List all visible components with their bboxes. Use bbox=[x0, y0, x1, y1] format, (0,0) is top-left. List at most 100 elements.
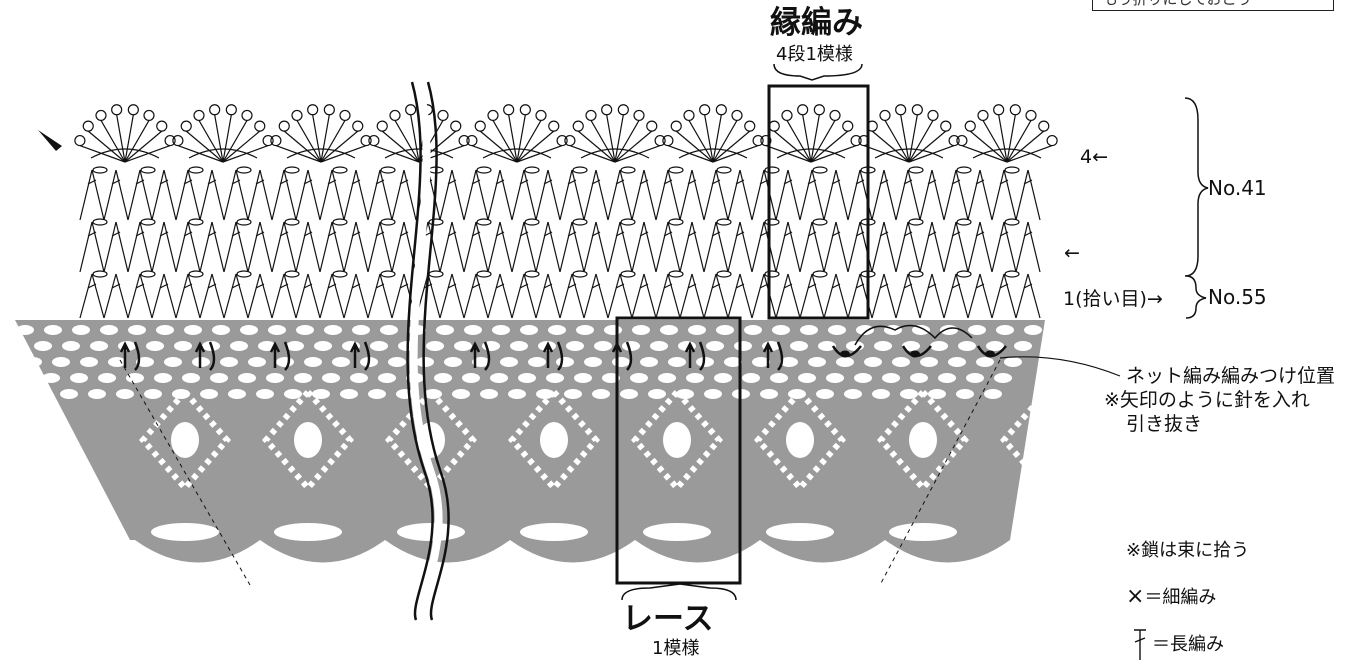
lace-eyelet bbox=[622, 341, 640, 351]
chain-stitch bbox=[764, 166, 780, 174]
dc-bar bbox=[327, 231, 337, 237]
dc-bar bbox=[975, 283, 985, 289]
dc-stitch bbox=[919, 273, 933, 319]
dc-stitch bbox=[427, 273, 441, 319]
dc-stitch bbox=[787, 221, 801, 273]
dc-bar bbox=[807, 283, 817, 289]
dc-bar bbox=[759, 231, 769, 237]
fan-arc bbox=[482, 148, 552, 159]
lace-eyelet bbox=[632, 325, 650, 335]
dc-stitch bbox=[991, 221, 1005, 273]
dc-stitch bbox=[283, 221, 297, 273]
picot bbox=[977, 109, 989, 122]
dc-stitch bbox=[391, 273, 405, 319]
lace-eyelet bbox=[480, 389, 498, 399]
dc-stitch bbox=[703, 221, 717, 273]
dc-bar bbox=[1023, 231, 1033, 237]
fan-stitch bbox=[508, 114, 518, 163]
dc-stitch bbox=[175, 221, 189, 273]
dc-bar bbox=[783, 231, 793, 237]
lace-scallop-hole bbox=[520, 523, 588, 541]
fan-stitch bbox=[606, 114, 616, 163]
lace-eyelet bbox=[752, 357, 770, 367]
picot bbox=[474, 120, 486, 132]
dc-stitch bbox=[139, 273, 153, 319]
lace-eyelet bbox=[576, 325, 594, 335]
dc-stitch bbox=[571, 169, 585, 221]
dc-stitch bbox=[799, 273, 813, 319]
break-line-left bbox=[406, 81, 434, 621]
lace-eyelet bbox=[268, 325, 286, 335]
dc-stitch bbox=[151, 221, 165, 273]
picot bbox=[993, 104, 1005, 116]
dc-bar bbox=[855, 231, 865, 237]
dc-bar bbox=[207, 179, 217, 185]
dc-stitch bbox=[319, 221, 333, 273]
dc-stitch bbox=[103, 221, 117, 273]
chain-stitch bbox=[812, 270, 828, 278]
lace-eyelet bbox=[592, 389, 610, 399]
dc-bar bbox=[303, 231, 313, 237]
dc-stitch bbox=[247, 273, 261, 319]
lace-eyelet bbox=[546, 373, 564, 383]
dc-stitch bbox=[487, 221, 501, 273]
dc-bar bbox=[1023, 179, 1033, 185]
dc-stitch bbox=[1027, 169, 1041, 221]
lace-eyelet bbox=[724, 357, 742, 367]
picot bbox=[715, 104, 727, 116]
fan-stitch bbox=[688, 120, 714, 163]
lace-eyelet bbox=[100, 325, 118, 335]
chain-stitch bbox=[812, 166, 828, 174]
dc-bar bbox=[711, 231, 721, 237]
dc-stitch bbox=[547, 169, 561, 221]
break-line-right bbox=[422, 81, 450, 621]
lace-diamond bbox=[262, 387, 354, 493]
dc-stitch bbox=[295, 169, 309, 221]
lace-diamond-center bbox=[663, 422, 691, 458]
chain-stitch bbox=[284, 218, 300, 226]
chain-stitch bbox=[428, 270, 444, 278]
dc-bar bbox=[351, 283, 361, 289]
dc-stitch bbox=[871, 169, 885, 221]
dc-stitch bbox=[475, 273, 489, 319]
dc-stitch bbox=[331, 221, 345, 273]
lace-eyelet bbox=[116, 389, 134, 399]
fan-stitch bbox=[275, 145, 322, 163]
dc-stitch bbox=[571, 273, 585, 319]
lace-eyelet bbox=[128, 325, 146, 335]
dc-stitch bbox=[331, 169, 345, 221]
lace-eyelet bbox=[472, 357, 490, 367]
lace-eyelet bbox=[304, 357, 322, 367]
chain-stitch bbox=[140, 166, 156, 174]
chain-stitch bbox=[908, 218, 924, 226]
lace-eyelet bbox=[930, 341, 948, 351]
lace-eyelet bbox=[284, 389, 302, 399]
picot bbox=[450, 120, 462, 132]
picot bbox=[352, 120, 364, 132]
dc-stitch bbox=[823, 169, 837, 221]
net-chain bbox=[854, 324, 973, 346]
dc-stitch bbox=[715, 273, 729, 319]
dc-stitch bbox=[247, 169, 261, 221]
lace-eyelet bbox=[986, 341, 1004, 351]
picot bbox=[519, 104, 531, 116]
dc-stitch bbox=[979, 169, 993, 221]
legend-sc: ×＝細編み bbox=[1126, 584, 1217, 609]
dc-stitch bbox=[235, 169, 249, 221]
dc-bar bbox=[735, 179, 745, 185]
lace-eyelet bbox=[444, 357, 462, 367]
dc-stitch bbox=[595, 221, 609, 273]
chain-stitch bbox=[476, 218, 492, 226]
dc-stitch bbox=[199, 273, 213, 319]
dc-stitch bbox=[967, 221, 981, 273]
lace-eyelet bbox=[314, 341, 332, 351]
lace-eyelet bbox=[62, 341, 80, 351]
dc-bar bbox=[519, 179, 529, 185]
dc-bar bbox=[519, 231, 529, 237]
lace-diamond bbox=[754, 387, 846, 493]
fan-stitch bbox=[516, 145, 563, 163]
dc-stitch bbox=[727, 221, 741, 273]
dc-bar bbox=[591, 283, 601, 289]
dc-stitch bbox=[943, 169, 957, 221]
dc-stitch bbox=[475, 221, 489, 273]
